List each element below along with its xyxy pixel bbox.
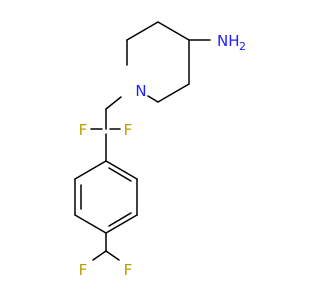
atom-label-fluorine-left: F [79, 121, 88, 139]
inner-double-bond-2 [108, 212, 132, 227]
atom-label-fluorine-bottom-left: F [79, 261, 88, 279]
bond-ar4-ar5 [105, 214, 138, 234]
molecule-structure: N NH 2 F F F F [74, 21, 246, 279]
bond-chf2-f-right [105, 250, 120, 261]
bond-c1-c2 [157, 21, 190, 41]
bond-n-ch2 [105, 96, 122, 110]
benzene-ring [74, 160, 138, 234]
structure-canvas: N NH 2 F F F F [74, 21, 246, 279]
bond-ar1-ar2 [74, 160, 107, 180]
atom-label-amine-subscript: 2 [239, 40, 246, 53]
bond-c5-c6 [157, 83, 190, 103]
bond-n-c5 [147, 95, 159, 103]
atom-label-amine: NH [217, 32, 240, 50]
atom-label-fluorine-bottom-right: F [124, 261, 133, 279]
inner-double-bond-3 [108, 167, 132, 182]
bond-ar6-ar1 [105, 160, 138, 180]
bond-ar3-ar4 [74, 214, 107, 234]
bond-c2-c3 [126, 21, 159, 41]
piperidine-ring [126, 21, 190, 103]
bond-chf2-f-left [92, 250, 107, 261]
atom-label-ring-nitrogen: N [135, 82, 146, 100]
atom-label-fluorine-right: F [124, 121, 133, 139]
